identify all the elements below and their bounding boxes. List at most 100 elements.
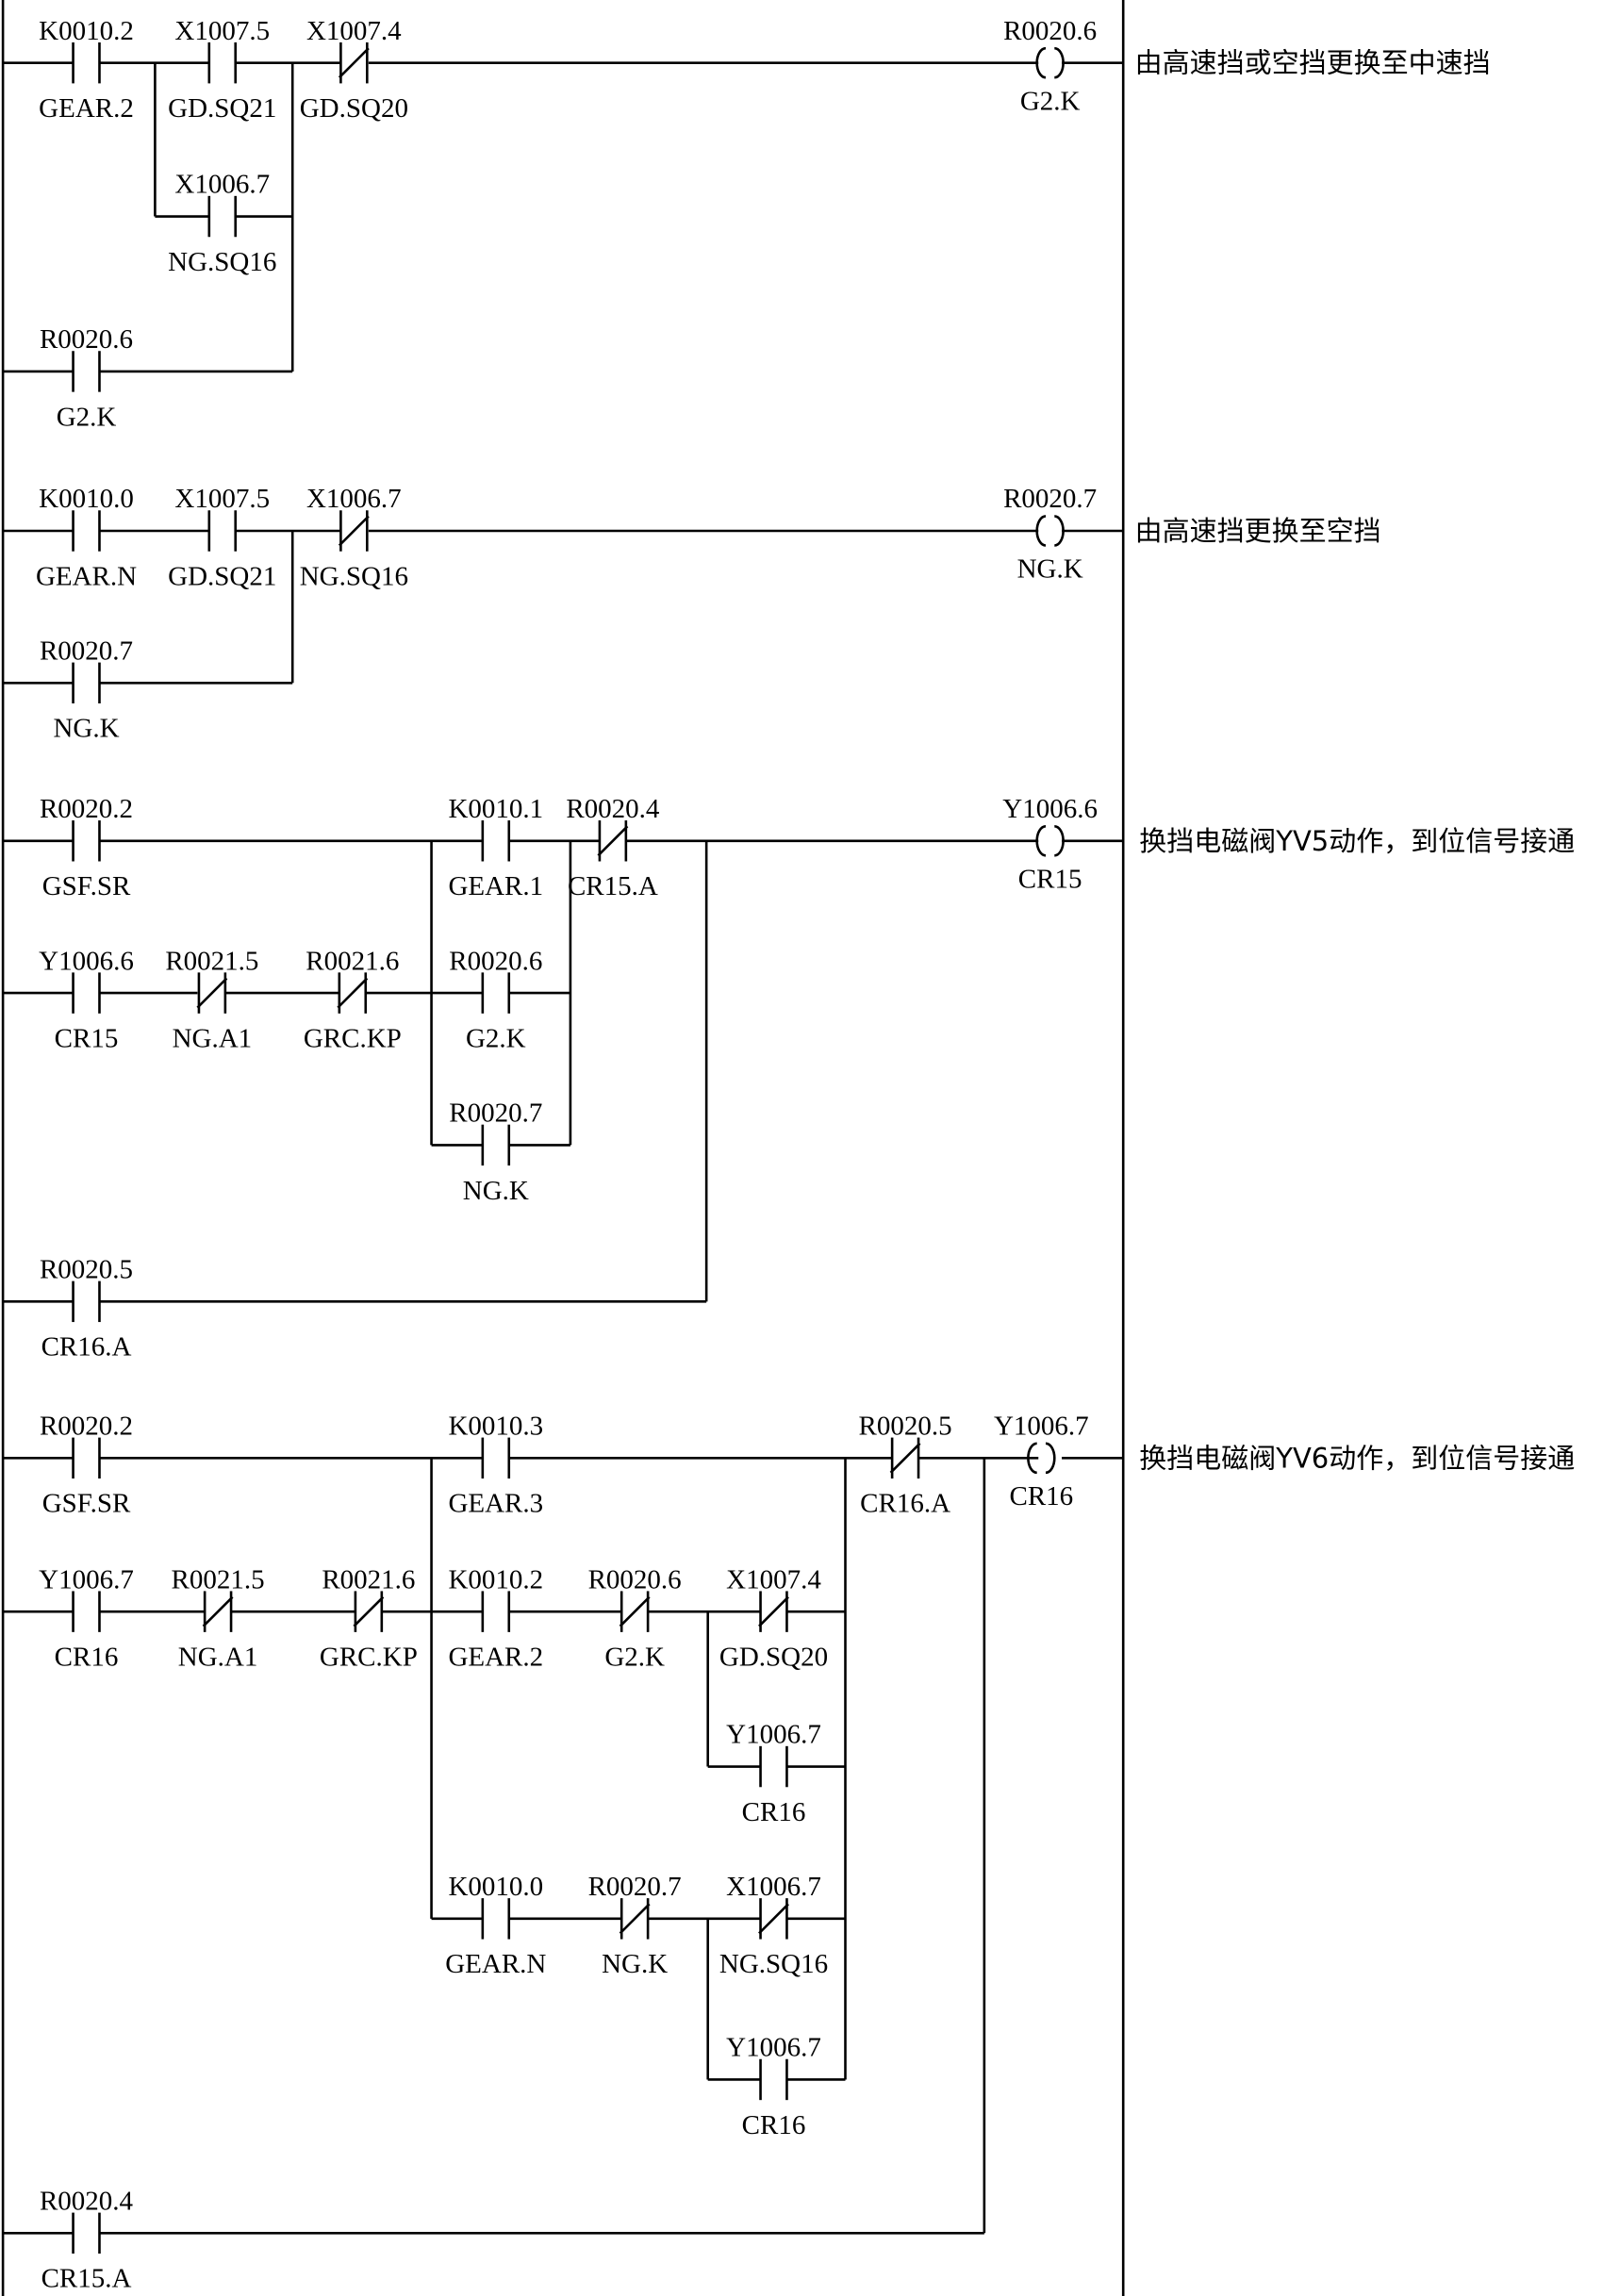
contact-symbol: G2.K — [57, 402, 117, 432]
contact-symbol: NG.A1 — [173, 1023, 253, 1053]
contact-ng-k: R0020.7NG.K — [588, 1872, 682, 1979]
coil-arc-left — [1027, 1442, 1037, 1475]
contact-address: R0020.7 — [449, 1098, 542, 1129]
contact-address: R0020.5 — [859, 1411, 952, 1441]
contact-address: K0010.0 — [448, 1872, 543, 1902]
contact-address: X1006.7 — [306, 484, 402, 514]
contact-address: R0020.7 — [40, 636, 133, 666]
contact-nc-slash — [202, 1595, 234, 1627]
rung-comment: 由高速挡更换至空挡 — [1135, 515, 1381, 547]
contact-ng-sq16: X1006.7NG.SQ16 — [300, 484, 408, 591]
coil-arc-left — [1035, 46, 1047, 79]
coil-symbol: CR16 — [1009, 1481, 1073, 1511]
contact-symbol: GRC.KP — [320, 1643, 418, 1673]
contact-g2-k: R0020.6G2.K — [449, 946, 542, 1053]
coil-arc-right — [1054, 46, 1065, 79]
contact-nc-slash — [889, 1442, 921, 1474]
contact-symbol: CR15.A — [41, 2264, 132, 2294]
contact-symbol: G2.K — [466, 1023, 526, 1053]
ladder-wiring — [1, 0, 1125, 2296]
contact-address: R0021.5 — [165, 946, 258, 976]
contact-symbol: CR15 — [55, 1023, 119, 1053]
contact-symbol: NG.SQ16 — [719, 1949, 828, 1979]
coil-arc-right — [1045, 1442, 1056, 1475]
coil-symbol: CR15 — [1018, 864, 1082, 894]
contact-symbol: GRC.KP — [304, 1023, 402, 1053]
contact-address: Y1006.7 — [726, 2033, 821, 2063]
contact-ng-sq16: X1006.7NG.SQ16 — [168, 170, 276, 277]
contact-nc-slash — [758, 1595, 789, 1627]
contact-gd-sq21: X1007.5GD.SQ21 — [168, 16, 276, 124]
coil-symbol: G2.K — [1020, 86, 1081, 116]
contact-address: R0020.4 — [566, 794, 660, 824]
contact-gd-sq21: X1007.5GD.SQ21 — [168, 484, 276, 591]
contact-address: K0010.2 — [448, 1564, 543, 1594]
coil-g2-k: R0020.6G2.K — [1003, 16, 1097, 116]
contact-address: Y1006.7 — [726, 1720, 821, 1750]
contact-symbol: CR16 — [742, 2110, 806, 2140]
contact-address: R0020.5 — [40, 1255, 133, 1285]
coil-arc-left — [1035, 515, 1047, 547]
contact-symbol: CR16 — [55, 1643, 119, 1673]
contact-symbol: NG.SQ16 — [300, 561, 408, 591]
contact-symbol: GEAR.2 — [39, 93, 134, 124]
contact-address: R0021.5 — [172, 1564, 265, 1594]
contact-address: K0010.1 — [448, 794, 543, 824]
rung-comment: 换挡电磁阀YV6动作，到位信号接通 — [1139, 1442, 1575, 1474]
contact-nc-slash — [196, 977, 228, 1009]
contact-symbol: GEAR.2 — [448, 1643, 543, 1673]
coil-address: R0020.6 — [1003, 16, 1097, 46]
contact-symbol: G2.K — [604, 1643, 665, 1673]
contact-address: X1007.5 — [174, 484, 270, 514]
contact-symbol: GEAR.N — [36, 561, 137, 591]
coil-arc-right — [1054, 515, 1065, 547]
contact-address: K0010.2 — [39, 16, 134, 46]
contact-symbol: GSF.SR — [42, 871, 131, 901]
contact-symbol: GD.SQ20 — [300, 93, 408, 124]
contact-address: X1006.7 — [726, 1872, 821, 1902]
contact-symbol: CR16.A — [860, 1489, 950, 1519]
contact-symbol: NG.K — [53, 714, 119, 744]
contact-address: K0010.3 — [448, 1411, 543, 1441]
coil-address: Y1006.6 — [1002, 794, 1098, 824]
contact-symbol: GD.SQ21 — [168, 561, 276, 591]
coil-address: R0020.7 — [1003, 484, 1097, 514]
contact-nc-slash — [353, 1595, 385, 1627]
contact-nc-slash — [337, 977, 369, 1009]
contact-address: R0020.2 — [40, 794, 133, 824]
contact-address: R0020.6 — [588, 1564, 682, 1594]
coil-arc-left — [1035, 824, 1047, 857]
contact-symbol: CR15.A — [568, 871, 658, 901]
contact-address: Y1006.6 — [39, 946, 134, 976]
contact-symbol: CR16 — [742, 1797, 806, 1827]
contact-address: R0020.7 — [588, 1872, 682, 1902]
contact-symbol: CR16.A — [41, 1332, 132, 1363]
rung-comment: 换挡电磁阀YV5动作，到位信号接通 — [1139, 825, 1575, 857]
coil-ng-k: R0020.7NG.K — [1003, 484, 1097, 584]
contact-nc-slash — [338, 47, 370, 79]
contact-symbol: GEAR.3 — [448, 1489, 543, 1519]
contact-address: Y1006.7 — [39, 1564, 134, 1594]
contact-symbol: NG.K — [463, 1176, 529, 1206]
contact-address: R0020.4 — [40, 2186, 134, 2216]
contact-nc-slash — [758, 1903, 789, 1935]
rung-comments: 由高速挡或空挡更换至中速挡由高速挡更换至空挡换挡电磁阀YV5动作，到位信号接通换… — [1135, 47, 1576, 1475]
coil-symbol: NG.K — [1017, 554, 1083, 585]
contact-ng-k: R0020.7NG.K — [40, 636, 133, 743]
